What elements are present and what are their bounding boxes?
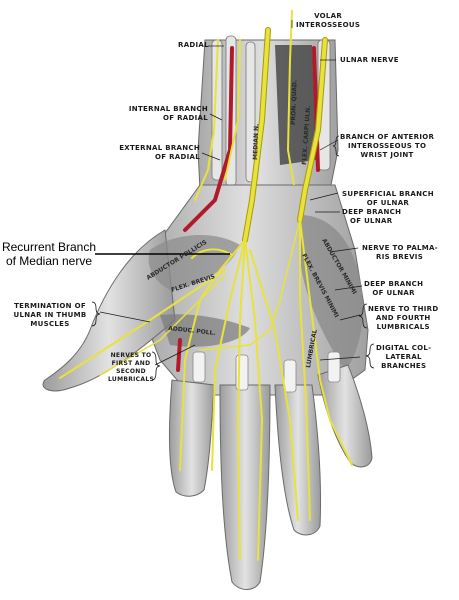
adductor-pollicis-muscle xyxy=(160,314,250,347)
label-volar-interosseous: VOLAR INTEROSSEOUS xyxy=(296,12,361,29)
label-deep-branch-ulnar-lower: DEEP BRANCH OF ULNAR xyxy=(364,280,424,297)
label-recurrent-branch-median: Recurrent Branch of Median nerve xyxy=(1,240,97,268)
label-nerve-palmaris-brevis: NERVE TO PALMA- RIS BREVIS xyxy=(362,244,438,261)
label-nerves-first-second-lumbricals: NERVES TO FIRST AND SECOND LUMBRICALS xyxy=(108,352,155,383)
label-deep-branch-ulnar-upper: DEEP BRANCH OF ULNAR xyxy=(342,208,402,225)
label-braces xyxy=(91,135,375,381)
label-internal-branch-radial: INTERNAL BRANCH OF RADIAL xyxy=(128,105,208,122)
index-finger xyxy=(168,379,215,497)
label-ulnar-nerve: ULNAR NERVE xyxy=(340,56,399,64)
leader-lines xyxy=(95,20,363,366)
median-n-text: MEDIAN N. xyxy=(252,124,260,161)
radial-artery xyxy=(176,46,320,372)
label-nerve-third-fourth-lumbricals: NERVE TO THIRD AND FOURTH LUMBRICALS xyxy=(368,305,439,331)
flex-carpi-uln-text: FLEX. CARPI ULN. xyxy=(301,105,312,165)
volar-interosseous-nerve xyxy=(286,9,295,186)
label-termination-ulnar: TERMINATION OF ULNAR IN THUMB MUSCLES xyxy=(13,302,87,328)
label-digital-collateral-branches: DIGITAL COL- LATERAL BRANCHES xyxy=(376,344,432,370)
label-superficial-branch-ulnar: SUPERFICIAL BRANCH OF ULNAR xyxy=(342,190,434,207)
radial-nerve-branches xyxy=(194,39,241,201)
label-external-branch-radial: EXTERNAL BRANCH OF RADIAL xyxy=(119,144,200,161)
middle-finger xyxy=(219,384,271,590)
pron-quad-text: PRON. QUAD. xyxy=(290,80,299,125)
label-radial: RADIAL xyxy=(178,41,209,49)
adductor-pollicis-text: ADDUC. POLL. xyxy=(168,325,216,337)
median-nerve xyxy=(59,27,299,561)
hypothenar-muscles xyxy=(300,215,363,370)
label-branch-anterior-interosseous: BRANCH OF ANTERIOR INTEROSSEOUS TO WRIST… xyxy=(340,133,435,159)
pronator-quadratus xyxy=(275,45,316,165)
ulnar-nerve xyxy=(199,37,353,521)
